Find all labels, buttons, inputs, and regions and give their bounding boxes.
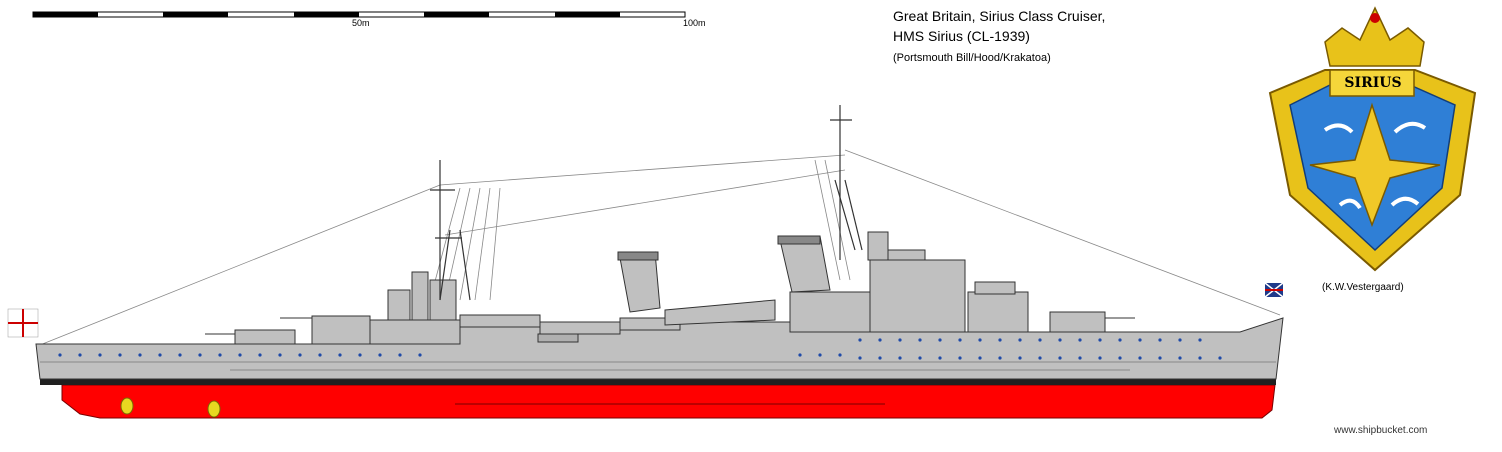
credit-line: (Portsmouth Bill/Hood/Krakatoa)	[893, 52, 1051, 64]
title-line-1: Great Britain, Sirius Class Cruiser,	[893, 8, 1106, 24]
propellers	[120, 397, 221, 418]
rigging	[39, 149, 1281, 346]
portholes	[58, 338, 1222, 360]
ensigns	[7, 282, 1284, 338]
scale-label-100m: 100m	[683, 18, 706, 28]
title-line-2: HMS Sirius (CL-1939)	[893, 28, 1030, 44]
midships	[459, 299, 776, 343]
badge-name: SIRIUS	[1344, 75, 1402, 91]
aft-superstructure	[205, 271, 461, 345]
aft-mast	[430, 160, 471, 301]
funnels	[617, 235, 831, 313]
underwater-hull	[61, 384, 1276, 419]
badge-artist: (K.W.Vestergaard)	[1322, 282, 1404, 293]
site-watermark: www.shipbucket.com	[1334, 425, 1428, 436]
ship-badge	[1268, 6, 1477, 272]
fore-mast	[830, 105, 863, 260]
boot-topping	[40, 379, 1276, 385]
scale-label-50m: 50m	[352, 18, 370, 28]
scale-bar	[32, 11, 686, 18]
bridge	[789, 231, 1135, 333]
